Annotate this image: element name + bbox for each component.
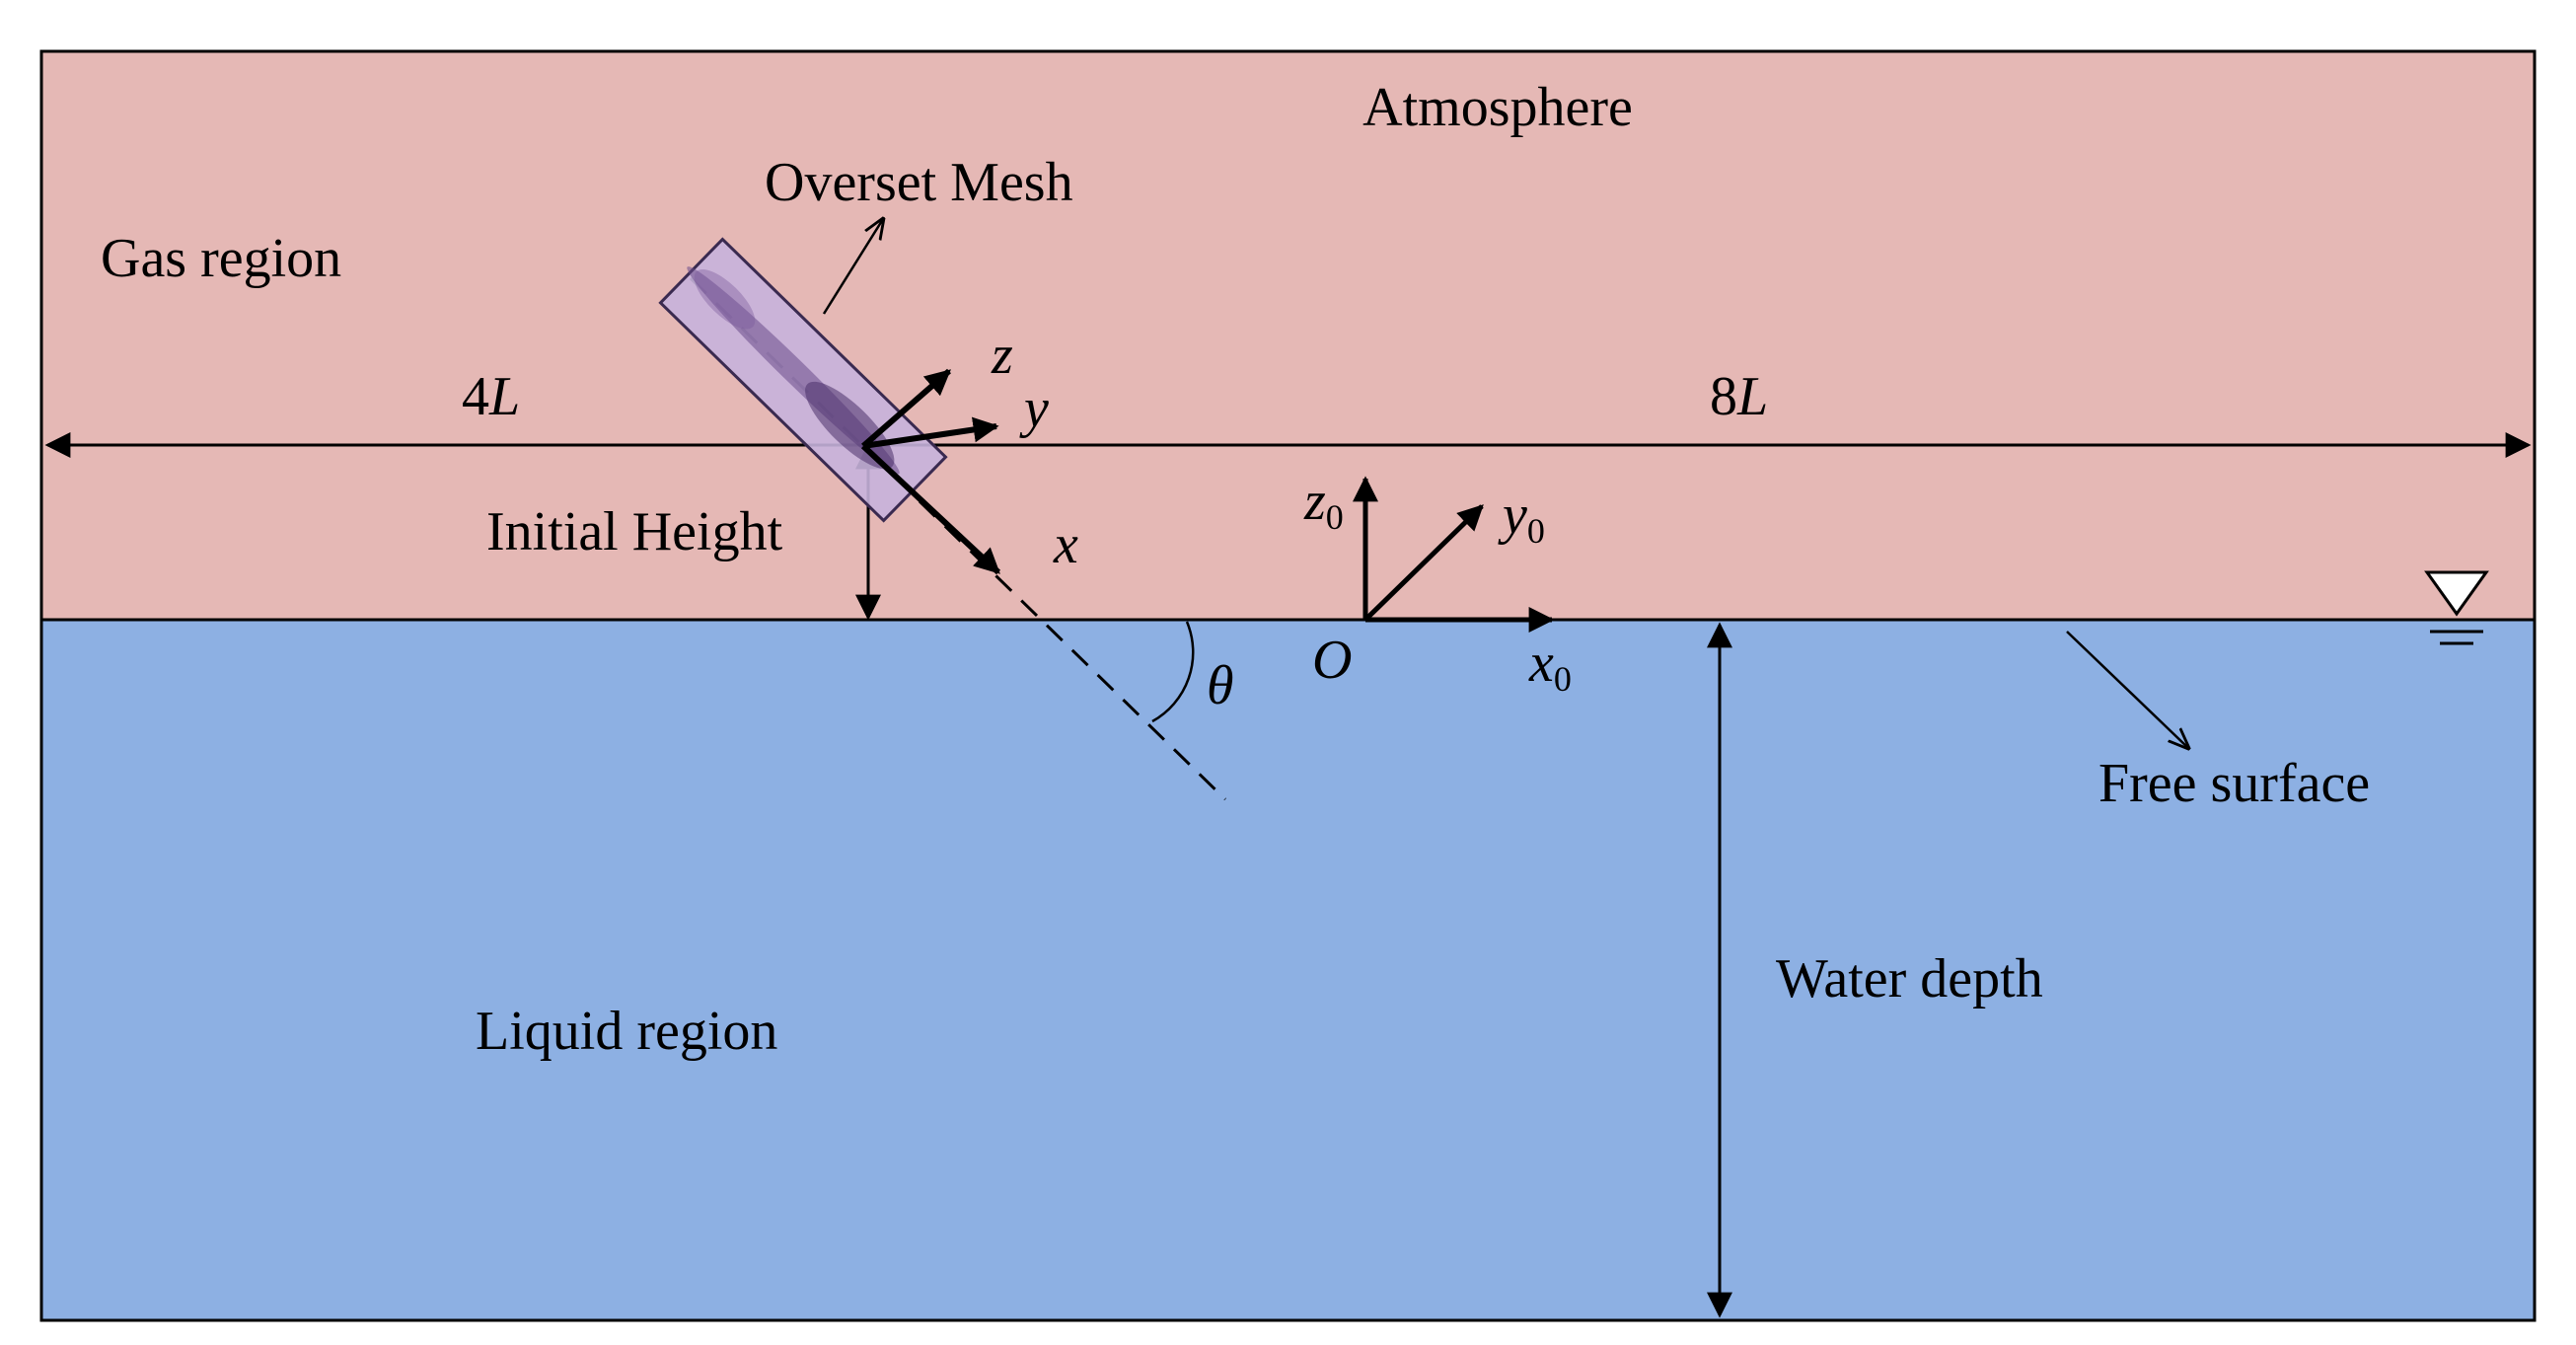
water-level-icon bbox=[2424, 570, 2489, 645]
overset-mesh-label: Overset Mesh bbox=[765, 152, 1073, 213]
liquid-region-label: Liquid region bbox=[476, 1001, 777, 1062]
angle-theta-label: θ bbox=[1207, 655, 1234, 716]
body-z-label: z bbox=[991, 325, 1013, 386]
ground-x-label: x0 bbox=[1528, 633, 1572, 699]
body-x-axis bbox=[860, 443, 1001, 575]
water-depth-label: Water depth bbox=[1776, 948, 2043, 1009]
free-surface-label: Free surface bbox=[2098, 753, 2370, 814]
dimension-4l-label: 4L bbox=[462, 366, 520, 427]
body-y-axis bbox=[862, 416, 999, 449]
liquid-region bbox=[41, 620, 2535, 1320]
body-y-label: y bbox=[1019, 378, 1049, 439]
body-z-axis bbox=[861, 368, 951, 449]
domain-border bbox=[39, 49, 2537, 1322]
gas-region-label: Gas region bbox=[101, 228, 341, 289]
angle-theta-arc bbox=[1151, 621, 1195, 723]
dimension-8l-label: 8L bbox=[1710, 366, 1768, 427]
body-x-label: x bbox=[1053, 514, 1078, 575]
overset-mesh-pointer bbox=[822, 219, 883, 315]
ground-y-axis bbox=[1363, 504, 1484, 622]
atmosphere-label: Atmosphere bbox=[1362, 77, 1633, 138]
origin-label: O bbox=[1312, 630, 1352, 691]
initial-height-label: Initial Height bbox=[486, 501, 783, 562]
free-surface-pointer bbox=[2066, 631, 2188, 748]
gas-region bbox=[41, 51, 2535, 620]
ground-z-label: z0 bbox=[1303, 471, 1344, 537]
ground-y-label: y0 bbox=[1498, 485, 1545, 551]
